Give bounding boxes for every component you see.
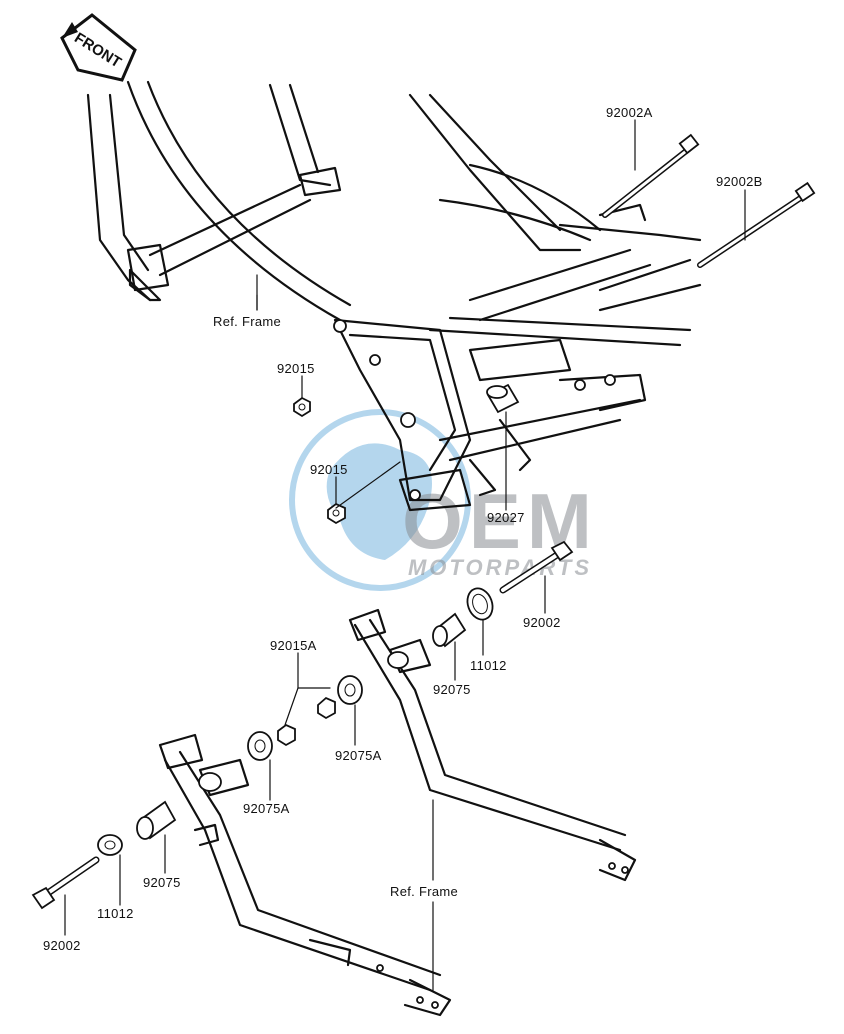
bushing-92075-left: [136, 800, 177, 840]
lower-frame-left: [158, 733, 452, 1017]
watermark-sub: MOTORPARTS: [408, 555, 592, 580]
label-92027: 92027: [487, 510, 525, 525]
label-92002B: 92002B: [716, 174, 763, 189]
label-ref-frame-upper: Ref. Frame: [213, 314, 281, 329]
label-92015A: 92015A: [270, 638, 317, 653]
label-92075A-left: 92075A: [243, 801, 290, 816]
label-92075-right: 92075: [433, 682, 471, 697]
label-92015-middle: 92015: [310, 462, 348, 477]
upper-frame: [86, 80, 702, 512]
leader-lines: [64, 119, 746, 991]
bolt-92002B: [697, 181, 816, 268]
label-92002A: 92002A: [606, 105, 653, 120]
lower-frame-right: [348, 608, 637, 882]
label-ref-frame-lower: Ref. Frame: [390, 884, 458, 899]
bolt-92002A: [602, 133, 700, 218]
collar-92027: [486, 383, 520, 414]
washer-11012-right: [466, 587, 494, 621]
nut-92015-upper: [293, 396, 311, 418]
nut-92015-middle: [327, 502, 346, 525]
label-11012-left: 11012: [97, 906, 134, 921]
label-92002-right: 92002: [523, 615, 561, 630]
label-92015-upper: 92015: [277, 361, 315, 376]
label-92075-left: 92075: [143, 875, 181, 890]
nut-92015A-left: [277, 723, 296, 747]
bushing-92075A-right: [337, 675, 363, 705]
bushing-92075A-left: [247, 731, 273, 761]
nut-92015A-right: [317, 696, 336, 720]
label-92002-left: 92002: [43, 938, 81, 953]
washer-11012-left: [97, 834, 123, 856]
bolt-92002-right: [499, 540, 574, 594]
bolt-92002-left: [31, 856, 100, 910]
front-arrow-icon: FRONT: [60, 13, 137, 82]
label-92075A-right: 92075A: [335, 748, 382, 763]
label-11012-right: 11012: [470, 658, 507, 673]
bushing-92075-right: [432, 612, 467, 648]
